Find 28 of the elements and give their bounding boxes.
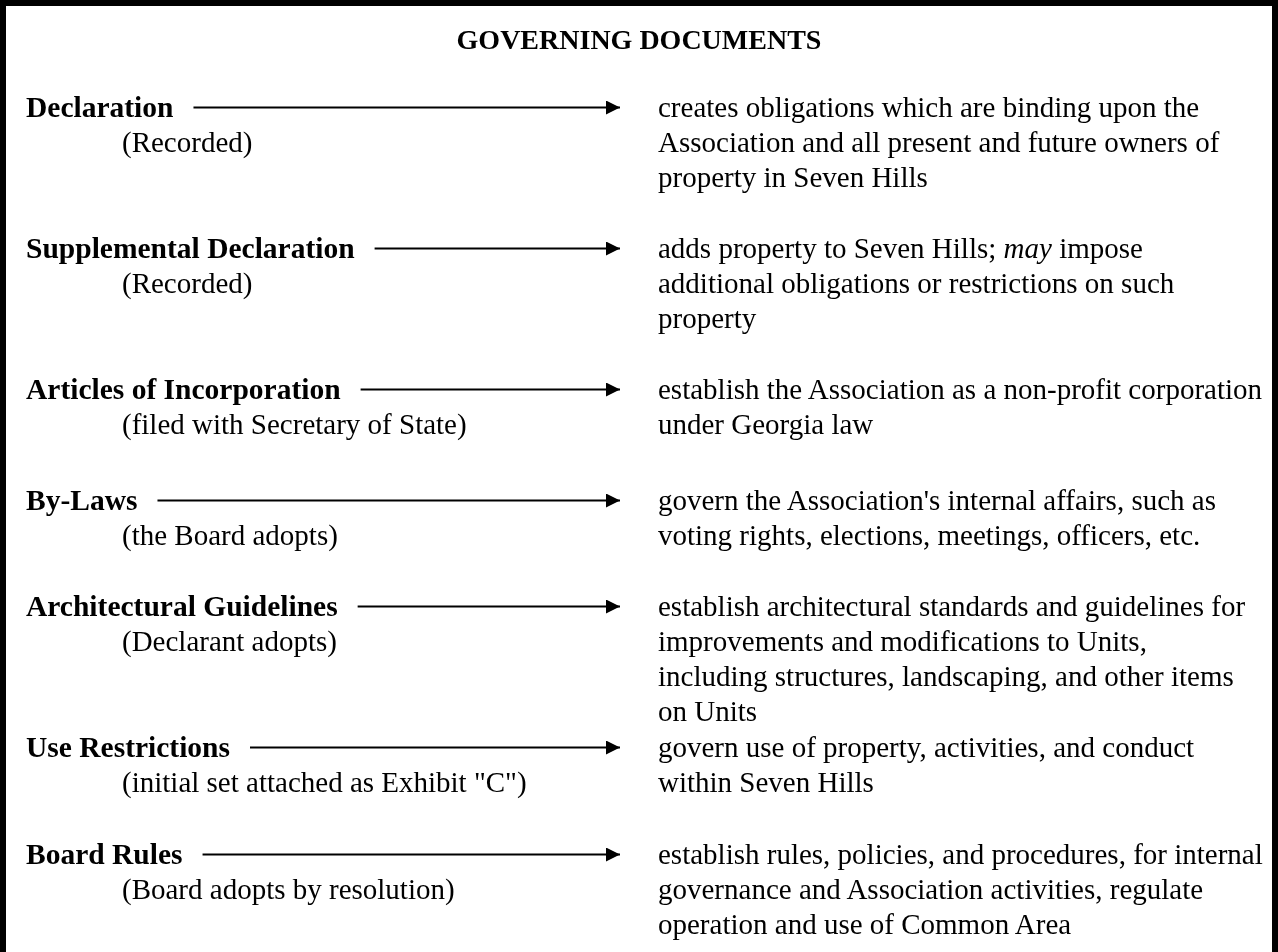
- document-note: (Recorded): [122, 266, 254, 301]
- arrow: [373, 241, 621, 256]
- description-text: govern use of property, activities, and conduct within Seven Hills: [658, 730, 1196, 800]
- description-text: creates obligations which are binding upon the Association and all present and future owners of property in Seven Hills: [658, 90, 1221, 195]
- description-text: govern the Association's internal affairs, such as voting rights, elections, meetings, officers, etc.: [658, 483, 1217, 553]
- document-name: Architectural Guidelines: [26, 589, 338, 624]
- document-name: Use Restrictions: [26, 730, 230, 765]
- arrow: [249, 740, 621, 755]
- document-note: (Recorded): [122, 125, 253, 160]
- document-note: (initial set attached as Exhibit "C"): [122, 765, 527, 800]
- document-note: (the Board adopts): [122, 518, 338, 553]
- document-note: (Declarant adopts): [122, 624, 338, 659]
- document-name: Declaration: [26, 90, 174, 125]
- arrow: [359, 382, 621, 397]
- arrow: [192, 100, 621, 115]
- document-note: (Board adopts by resolution): [122, 872, 455, 907]
- document-name: Supplemental Declaration: [26, 231, 355, 266]
- document-note: (filed with Secretary of State): [122, 407, 467, 442]
- document-name: Board Rules: [26, 837, 183, 872]
- title: GOVERNING DOCUMENTS: [455, 23, 823, 57]
- arrow: [356, 599, 621, 614]
- description-text: establish rules, policies, and procedures, for internal governance and Association activities, regulate operation and use of Common Area: [658, 837, 1263, 942]
- description-text: adds property to Seven Hills; may impose additional obligations or restrictions on such property: [658, 231, 1176, 336]
- arrow: [156, 493, 621, 508]
- description-text: establish the Association as a non-profit corporation under Georgia law: [658, 372, 1263, 442]
- document-name: By-Laws: [26, 483, 138, 518]
- arrow: [201, 847, 621, 862]
- document-name: Articles of Incorporation: [26, 372, 341, 407]
